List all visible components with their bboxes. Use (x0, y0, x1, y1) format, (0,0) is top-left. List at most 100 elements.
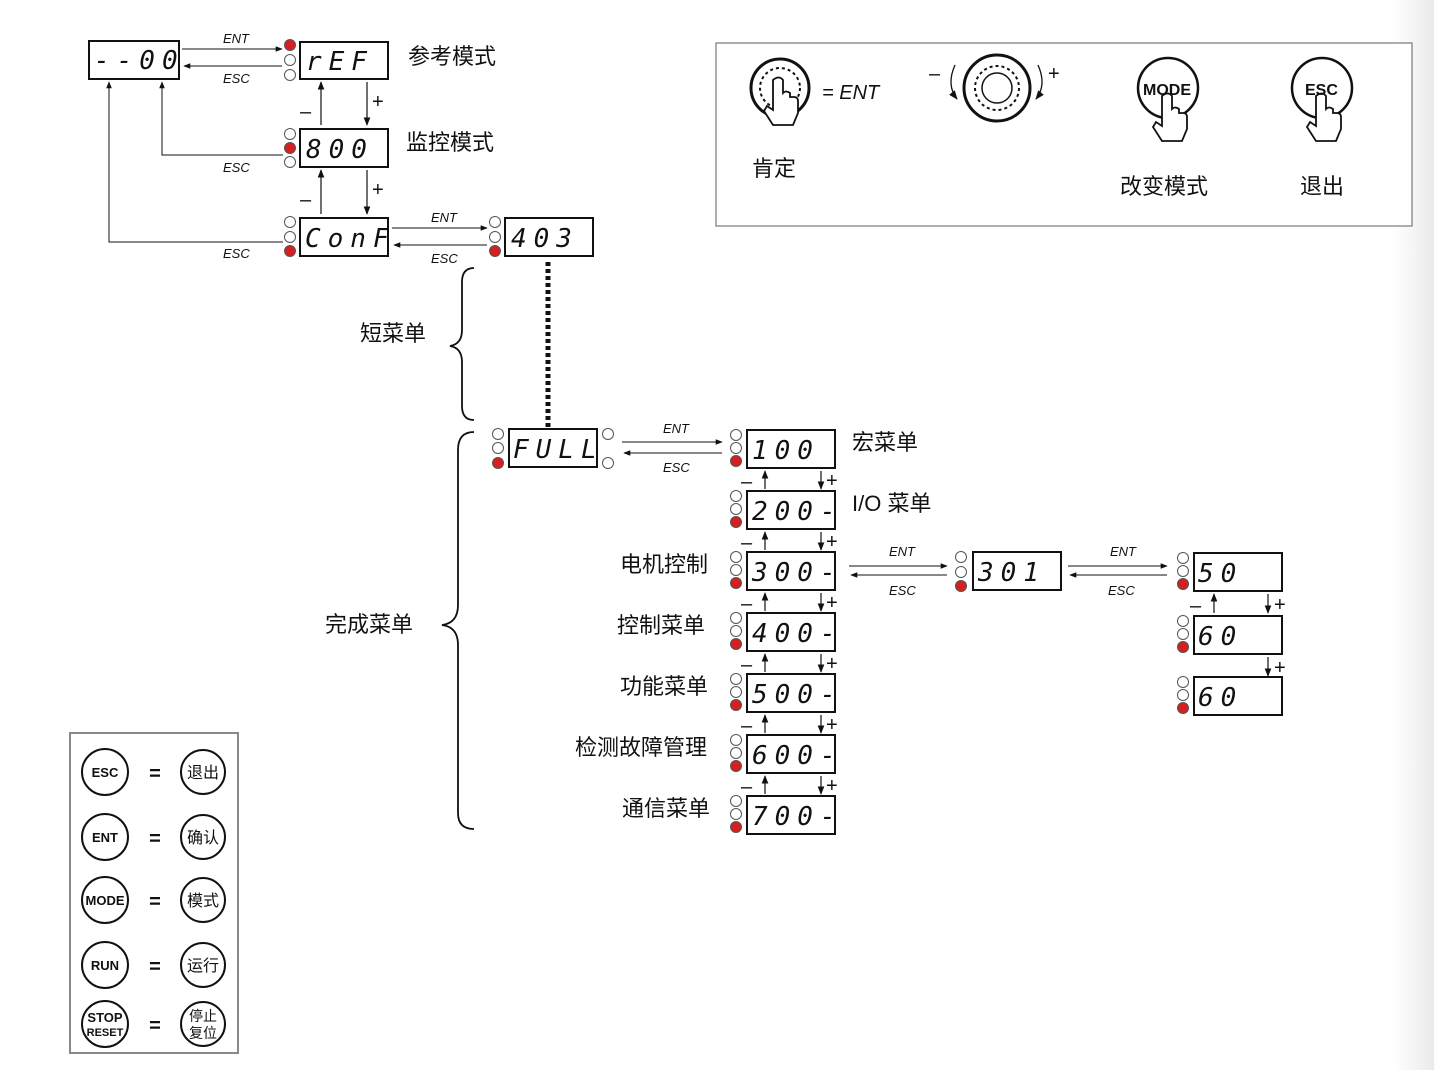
led-off (730, 564, 742, 576)
value-display-text: 50 (1198, 559, 1243, 589)
dial-plus: + (1048, 63, 1060, 85)
key-legend-row: RUN = 运行 (81, 941, 226, 989)
minus-sign: – (741, 776, 753, 798)
key-button-icon (81, 941, 129, 989)
meaning-circle (180, 877, 226, 923)
plus-sign: + (826, 470, 838, 492)
value-display (1193, 552, 1283, 592)
led-group (730, 795, 742, 833)
arrow-monitor-esc (159, 81, 283, 156)
equals-sign: = (149, 828, 161, 850)
menu-label: I/O 菜单 (852, 491, 931, 516)
meaning-circle (180, 749, 226, 795)
key-name: RUN (91, 958, 119, 973)
plus-sign: + (826, 531, 838, 553)
led-off (1177, 615, 1189, 627)
plus-sign: + (826, 592, 838, 614)
led-off (602, 428, 614, 440)
esc-label: ESC (431, 251, 458, 266)
conf-display (299, 217, 389, 257)
led-off (730, 808, 742, 820)
menu-label: 控制菜单 (617, 614, 705, 639)
led-off (730, 490, 742, 502)
key-button-icon (81, 876, 129, 924)
led-on (1177, 702, 1189, 714)
led-group (730, 490, 742, 528)
key-name: ESC (92, 765, 119, 780)
key-legend-row: ESC=退出 (81, 748, 226, 796)
led-on (955, 580, 967, 592)
key-legend-row: MODE=模式 (81, 876, 226, 924)
minus-sign: – (741, 471, 753, 493)
value-item: 50+– (1177, 552, 1286, 617)
ref-display (299, 41, 389, 80)
menu-display (746, 429, 836, 469)
esc-label: ESC (663, 460, 690, 475)
menu-display-text: 600- (752, 741, 843, 771)
value-column: 50+–60+60 (1177, 552, 1286, 716)
led-off (730, 747, 742, 759)
menu-label: 通信菜单 (622, 797, 710, 822)
led-on (284, 245, 296, 257)
led-group (730, 551, 742, 589)
led-off (284, 231, 296, 243)
esc-button-text: ESC (1305, 82, 1338, 99)
legend-mode-label: 改变模式 (1120, 175, 1208, 200)
full-display (508, 428, 598, 468)
short-menu-bracket (449, 267, 475, 421)
led-group (730, 673, 742, 711)
arrow-conf-esc (106, 81, 283, 243)
led-group-ref (284, 39, 296, 81)
menu-item: 200-I/O 菜单+– (730, 490, 931, 554)
led-on (1177, 641, 1189, 653)
led-on (1177, 578, 1189, 590)
ent-label: ENT (223, 31, 250, 46)
menu-display-text: 300- (751, 558, 843, 588)
ent-label: ENT (663, 421, 690, 436)
led-off (730, 429, 742, 441)
menu-label: 功能菜单 (620, 675, 708, 700)
mode-button-icon (1136, 56, 1200, 142)
plus-sign: + (1274, 657, 1286, 679)
led-on (730, 638, 742, 650)
value-display (1193, 615, 1283, 655)
led-group (730, 734, 742, 772)
value-display-text: 60 (1198, 683, 1243, 713)
led-on (730, 516, 742, 528)
led-off (1177, 552, 1189, 564)
home-display-text: --00 (94, 46, 185, 76)
menu-label: 检测故障管理 (575, 736, 707, 761)
esc-button-icon (1290, 56, 1354, 142)
minus-sign: – (741, 715, 753, 737)
menu-display (746, 551, 836, 591)
menu-display (746, 673, 836, 713)
minus-sign: – (300, 189, 312, 211)
plus-sign: + (826, 653, 838, 675)
led-off (955, 566, 967, 578)
display-301 (972, 551, 1062, 591)
led-off (955, 551, 967, 563)
monitor-mode-label: 监控模式 (406, 131, 494, 156)
key-meaning: 运行 (187, 956, 219, 975)
value-display (1193, 676, 1283, 716)
monitor-display-text: 800 (306, 135, 374, 165)
led-group (1177, 552, 1189, 590)
minus-sign: – (1190, 595, 1202, 617)
led-off (730, 551, 742, 563)
led-off (1177, 676, 1189, 688)
equals-sign: = (149, 956, 161, 978)
ref-mode-label: 参考模式 (408, 45, 496, 70)
dial-rotate-icon (949, 53, 1044, 123)
led-group-full (492, 428, 504, 469)
led-group (730, 429, 742, 467)
legend-esc-label: 退出 (1300, 175, 1344, 200)
menu-label: 宏菜单 (852, 431, 918, 456)
menu-display (746, 734, 836, 774)
led-group (1177, 615, 1189, 653)
key-button-icon (81, 813, 129, 861)
key-meaning: 模式 (187, 891, 219, 910)
led-on (489, 245, 501, 257)
led-group-monitor (284, 128, 296, 168)
minus-sign: – (741, 593, 753, 615)
